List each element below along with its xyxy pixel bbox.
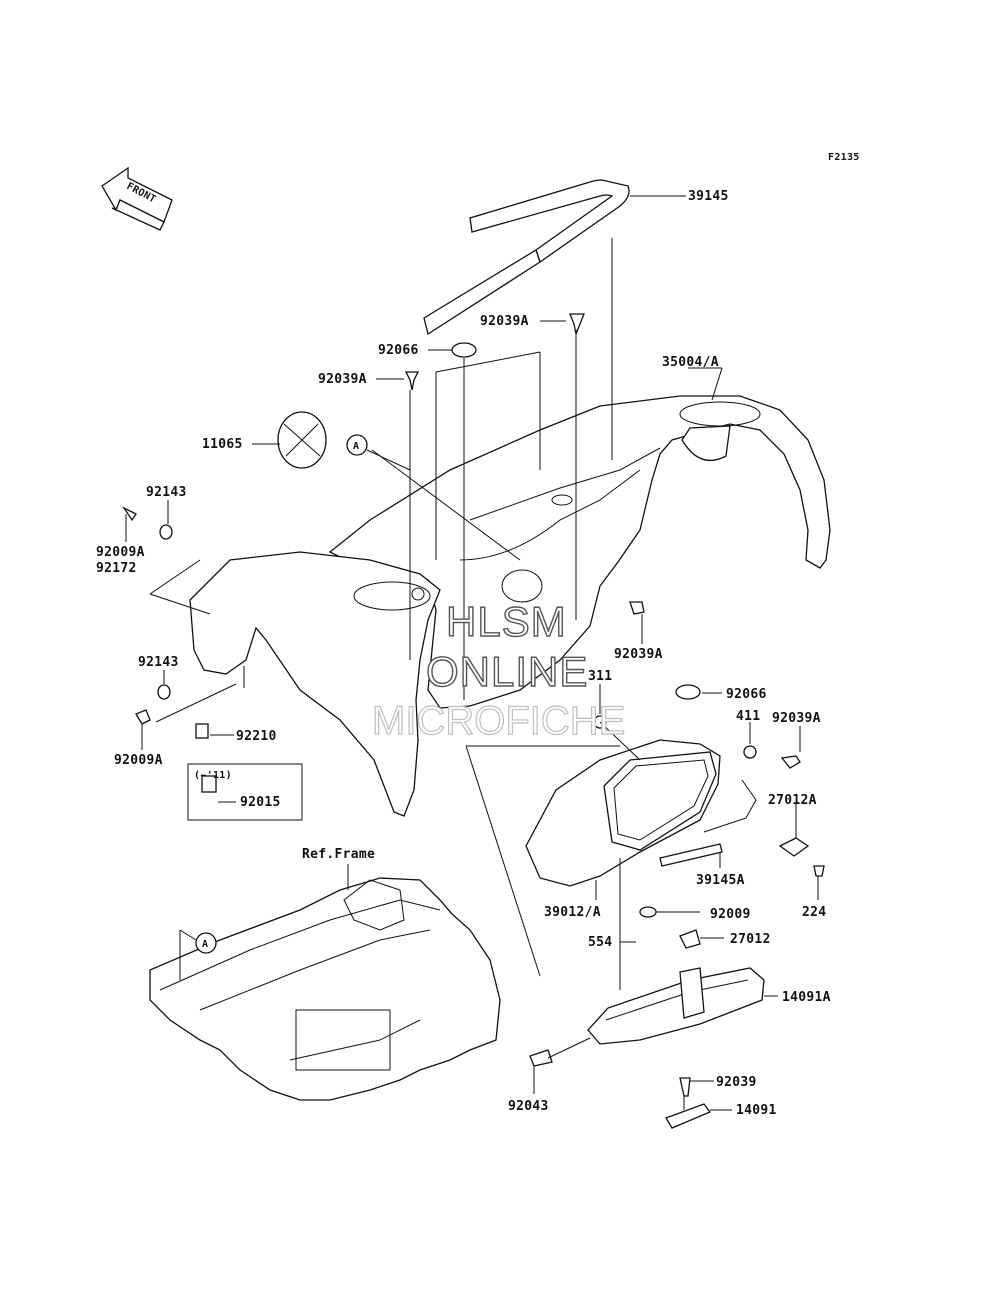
fasteners	[122, 313, 645, 793]
watermark-line1: HLSM	[446, 598, 567, 645]
front-fender	[189, 551, 441, 817]
part-label-14091a: 14091A	[782, 990, 831, 1005]
part-label-39145a: 39145A	[696, 873, 745, 888]
part-label-92043: 92043	[508, 1099, 549, 1114]
part-label-92143-low: 92143	[138, 655, 179, 670]
ref-frame-label: Ref.Frame	[302, 847, 375, 862]
part-label-14091: 14091	[736, 1103, 777, 1118]
part-label-11065: 11065	[202, 437, 243, 452]
storage-lid	[529, 906, 765, 1129]
part-label-92172: 92172	[96, 561, 137, 576]
part-label-411: 411	[736, 709, 760, 724]
reflector-cap-11065	[277, 411, 327, 469]
part-label-92066-top: 92066	[378, 343, 419, 358]
part-label-92009a-top: 92009A	[96, 545, 145, 560]
part-label-92066-low: 92066	[726, 687, 767, 702]
part-label-27012a: 27012A	[768, 793, 817, 808]
part-label-27012: 27012	[730, 932, 771, 947]
part-label-554: 554	[588, 935, 612, 950]
watermark-line2: ONLINE	[426, 648, 588, 695]
svg-text:A: A	[353, 441, 359, 452]
diagram-code: F2135	[828, 152, 860, 163]
part-label-92039a-left: 92039A	[318, 372, 367, 387]
part-label-92009a-low: 92009A	[114, 753, 163, 768]
callout-a-bottom: A	[179, 929, 217, 980]
inset-label: (~'11)	[194, 770, 232, 781]
part-label-39012a: 39012/A	[544, 905, 601, 920]
part-label-92143-top: 92143	[146, 485, 187, 500]
svg-text:A: A	[202, 939, 208, 950]
part-label-92039: 92039	[716, 1075, 757, 1090]
watermark: HLSM ONLINE MICROFICHE	[371, 597, 626, 743]
part-label-39145: 39145	[688, 189, 729, 204]
part-label-92009: 92009	[710, 907, 751, 922]
callout-a-top: A	[346, 434, 411, 471]
rear-guard-bar	[423, 179, 630, 336]
front-arrow-icon: FRONT	[101, 166, 173, 231]
part-labels: 39145 92039A 92066 35004/A 92039A 11065 …	[96, 189, 831, 1118]
part-label-92210: 92210	[236, 729, 277, 744]
part-label-311: 311	[588, 669, 612, 684]
watermark-line3: MICROFICHE	[372, 699, 625, 743]
part-label-92015: 92015	[240, 795, 281, 810]
inset-box: (~'11)	[187, 763, 303, 821]
rear-fender	[328, 395, 831, 709]
part-label-92039a-right: 92039A	[772, 711, 821, 726]
guide-lines	[149, 238, 685, 1110]
part-label-35004a: 35004/A	[662, 355, 719, 370]
part-label-224: 224	[802, 905, 826, 920]
part-label-92039a-mid: 92039A	[614, 647, 663, 662]
part-label-92039a-top: 92039A	[480, 314, 529, 329]
frame-reference	[149, 877, 501, 1101]
